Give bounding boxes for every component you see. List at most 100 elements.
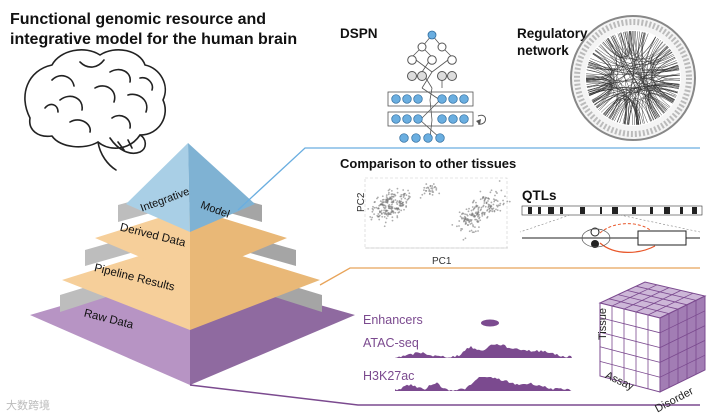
network-edge (634, 31, 680, 81)
network-edge (641, 32, 664, 114)
pca-point (462, 217, 465, 220)
pca-point (480, 206, 483, 209)
pca-point (396, 200, 399, 203)
data-cube: Tissue Assay Disorder (597, 281, 707, 415)
pca-point (394, 211, 397, 214)
pca-point (492, 198, 495, 201)
pca-point (386, 213, 388, 215)
cube-grid-line (599, 361, 661, 378)
pca-point (484, 205, 487, 208)
pca-point (490, 189, 493, 192)
pca-point (402, 193, 405, 196)
cube-grid-line (635, 285, 697, 301)
pca-point (485, 202, 488, 204)
pca-point (492, 207, 495, 210)
pca-point (385, 196, 388, 198)
pca-point (474, 218, 477, 221)
pca-point (483, 200, 486, 203)
pca-point (471, 201, 474, 204)
network-edge (586, 65, 679, 76)
pca-point (479, 198, 482, 201)
pca-point (403, 208, 405, 211)
pca-point (371, 210, 374, 213)
network-edge (620, 32, 665, 113)
chromosome-band (580, 207, 585, 214)
chromosome-band (650, 207, 653, 214)
pca-point (372, 205, 374, 208)
network-edge (596, 48, 679, 71)
pca-point (468, 207, 470, 210)
pca-point (386, 197, 389, 200)
pca-point (383, 216, 386, 218)
pca-point (385, 217, 388, 220)
pca-point (490, 205, 493, 208)
pca-point (387, 193, 390, 196)
pca-point (483, 212, 486, 215)
pca-point (388, 191, 390, 194)
pca-point (475, 218, 478, 221)
connector-blue (237, 147, 700, 211)
pca-point (367, 207, 370, 210)
pca-point (430, 187, 433, 190)
pca-point (369, 216, 372, 218)
pca-point (400, 209, 403, 212)
pca-point (371, 216, 374, 219)
cube-grid-line (647, 292, 694, 316)
pca-point (465, 218, 468, 221)
pca-point (471, 214, 473, 216)
pca-point (502, 203, 505, 206)
pca-point (477, 207, 480, 210)
chromosome-band (548, 207, 554, 214)
pca-point (396, 187, 399, 190)
pca-point (404, 197, 406, 200)
pca-point (471, 206, 474, 208)
network-edge (592, 33, 649, 103)
chromosome-band (612, 207, 618, 214)
pca-point (458, 225, 460, 227)
pca-point (385, 201, 388, 204)
pca-point (496, 192, 498, 194)
pca-point (471, 231, 474, 234)
pca-point (469, 223, 472, 225)
pca-point (408, 197, 410, 200)
pca-point (429, 190, 432, 193)
pca-point (473, 215, 476, 218)
tier-model-left (126, 143, 190, 232)
network-edge (594, 91, 670, 108)
pca-point (380, 203, 383, 206)
cube-grid-line (659, 310, 706, 334)
pca-point (405, 194, 408, 197)
pca-point (432, 183, 435, 185)
pca-point (402, 189, 405, 191)
pca-point (488, 207, 491, 210)
pca-point (489, 191, 492, 194)
pca-point (495, 208, 497, 211)
pca-point (493, 200, 496, 203)
pca-point (476, 213, 479, 216)
pca-point (496, 209, 499, 211)
pca-point (419, 196, 422, 199)
cube-grid-line (599, 346, 661, 363)
pca-point (487, 203, 490, 206)
pca-point (423, 189, 425, 192)
pca-point (391, 219, 394, 222)
pca-y-label: PC2 (356, 192, 367, 212)
pca-point (428, 188, 431, 191)
pca-point (486, 209, 488, 212)
pca-point (462, 238, 465, 241)
cube-grid-line (635, 290, 682, 313)
pca-point (384, 211, 387, 214)
pca-point (400, 193, 403, 196)
pca-point (377, 215, 380, 218)
pca-point (379, 200, 382, 203)
pca-point (400, 195, 403, 198)
pca-point (463, 220, 465, 223)
pca-point (377, 196, 379, 199)
pca-point (465, 208, 468, 211)
pca-point (390, 211, 393, 214)
regulatory-title-line2: network (517, 43, 569, 58)
qtls-title: QTLs (522, 188, 557, 203)
network-edge (592, 53, 679, 71)
pca-point (387, 207, 390, 210)
